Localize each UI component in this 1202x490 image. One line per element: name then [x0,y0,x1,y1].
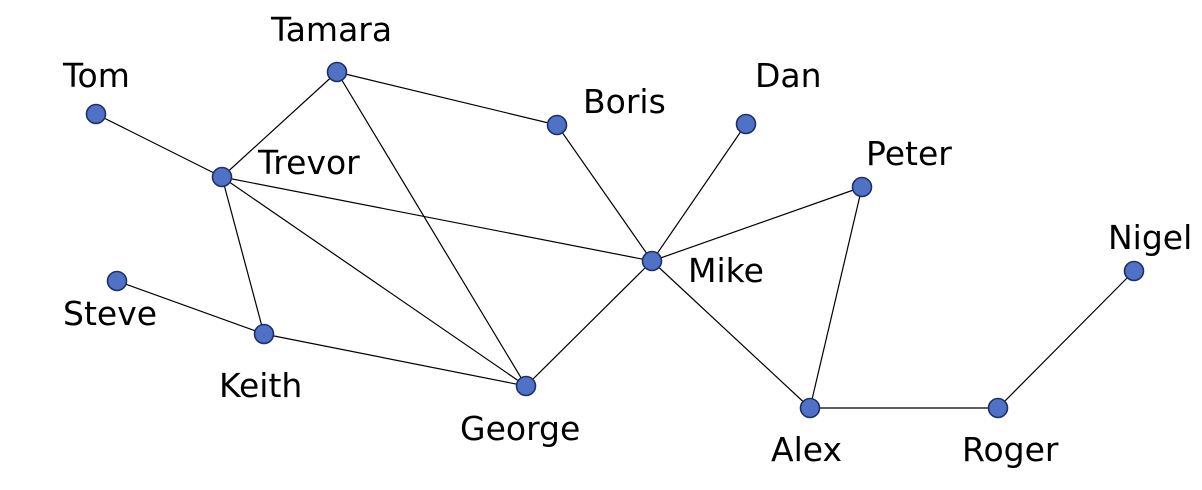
node-keith [253,323,275,345]
node-nigel [1123,260,1145,282]
node-label-roger: Roger [962,430,1059,469]
edge-trevor-keith [221,176,265,335]
edge-roger-nigel [997,270,1135,409]
node-label-alex: Alex [771,430,842,469]
edge-tamara-george [336,71,527,387]
node-label-peter: Peter [866,134,952,173]
edge-tamara-trevor [221,71,338,178]
edge-george-mike [525,260,653,387]
node-label-nigel: Nigel [1108,218,1192,257]
edge-trevor-mike [221,176,653,262]
node-dan [735,113,757,135]
node-boris [546,114,568,136]
node-label-steve: Steve [63,294,157,333]
edges-layer [95,71,1135,409]
edge-dan-mike [651,123,747,262]
node-label-trevor: Trevor [257,143,360,182]
node-label-mike: Mike [688,251,764,290]
node-peter [851,176,873,198]
edge-peter-alex [809,186,863,409]
nodes-layer [85,61,1145,419]
node-label-tamara: Tamara [270,10,392,49]
node-roger [987,397,1009,419]
edge-mike-alex [651,260,811,409]
node-george [515,375,537,397]
node-mike [641,250,663,272]
edge-keith-george [263,333,527,387]
node-label-dan: Dan [755,56,822,95]
edge-trevor-george [221,176,527,387]
edge-tom-trevor [95,113,223,178]
node-label-george: George [460,409,580,448]
node-tom [85,103,107,125]
edge-tamara-boris [336,71,558,126]
node-label-keith: Keith [219,366,302,405]
node-tamara [326,61,348,83]
node-trevor [211,166,233,188]
edge-steve-keith [116,280,265,335]
node-alex [799,397,821,419]
edge-mike-peter [651,186,863,262]
node-label-tom: Tom [62,56,130,95]
node-steve [106,270,128,292]
edge-boris-mike [556,124,653,262]
node-label-boris: Boris [583,82,666,121]
